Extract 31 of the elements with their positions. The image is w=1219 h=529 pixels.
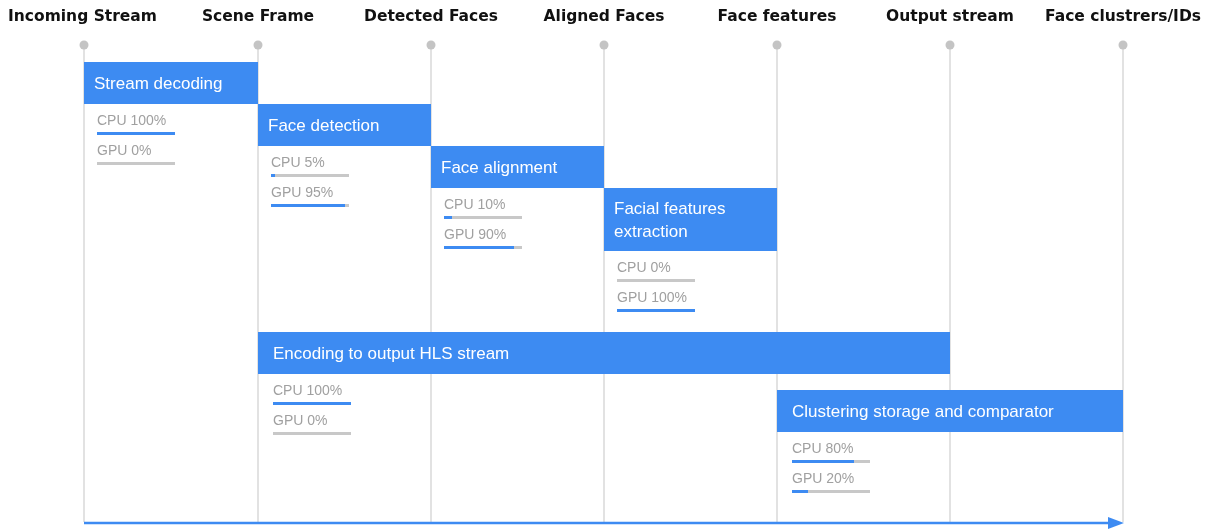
milestone-label: Scene Frame: [201, 7, 315, 25]
milestone-label: Output stream: [886, 7, 1014, 25]
milestone-label: Incoming Stream: [8, 7, 157, 25]
usage-label: CPU 0%: [617, 259, 671, 275]
usage-label: GPU 95%: [271, 184, 334, 200]
process-bar: [431, 146, 604, 188]
usage-label: GPU 0%: [273, 412, 328, 428]
milestone-label: Face features: [717, 7, 837, 25]
usage-label: GPU 20%: [792, 470, 855, 486]
process-bar: [604, 188, 777, 251]
process-bar: [258, 104, 431, 146]
process-label: Face alignment: [441, 156, 558, 179]
milestone-label: Detected Faces: [364, 7, 498, 25]
usage-label: GPU 100%: [617, 289, 688, 305]
process-bar: [777, 390, 1123, 432]
process-bar: [84, 62, 258, 104]
usage-label: GPU 90%: [444, 226, 507, 242]
process-label: Face detection: [268, 114, 380, 137]
milestone-label: Face clustrers/IDs: [1045, 7, 1201, 25]
process-label: Facial features extraction: [614, 197, 727, 243]
process-label: Stream decoding: [94, 72, 223, 95]
usage-label: CPU 5%: [271, 154, 325, 170]
milestone-label: Aligned Faces: [543, 7, 665, 25]
usage-label: CPU 100%: [273, 382, 343, 398]
process-label: Encoding to output HLS stream: [273, 342, 510, 365]
usage-label: GPU 0%: [97, 142, 152, 158]
usage-label: CPU 10%: [444, 196, 506, 212]
usage-label: CPU 100%: [97, 112, 167, 128]
process-bar: [258, 332, 950, 374]
usage-label: CPU 80%: [792, 440, 854, 456]
process-label: Clustering storage and comparator: [792, 400, 1054, 423]
